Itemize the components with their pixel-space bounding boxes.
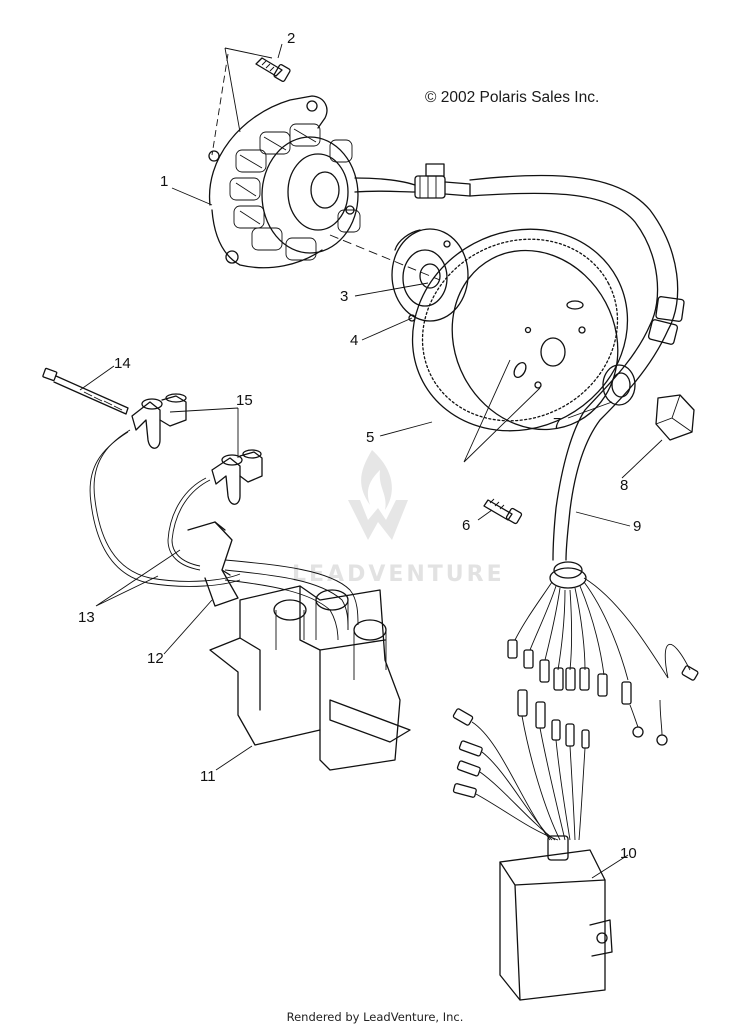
stator-bolt: [255, 57, 291, 82]
spark-plug-cap-1: [131, 393, 187, 449]
bolt-leader-lines: [224, 47, 273, 133]
callout-10: 10: [620, 845, 637, 862]
spark-plug-cap-2: [211, 449, 263, 505]
watermark-logo: [348, 450, 408, 540]
cable-tie: [42, 367, 129, 415]
wire-breakout: [507, 561, 699, 746]
callout-13: 13: [78, 609, 95, 626]
callout-5: 5: [366, 429, 374, 446]
callout-14: 14: [114, 355, 131, 372]
callout-15: 15: [236, 392, 253, 409]
leader-lines: [79, 43, 663, 879]
coil-bracket: [187, 521, 359, 641]
crank-centerline: [329, 234, 441, 281]
footer-credit: Rendered by LeadVenture, Inc.: [286, 1010, 464, 1024]
flywheel-nut: [655, 394, 695, 441]
copyright-notice: © 2002 Polaris Sales Inc.: [425, 89, 600, 106]
flywheel: [411, 228, 629, 432]
bolt6-leader-lines: [463, 359, 541, 463]
callout-11: 11: [200, 768, 216, 785]
watermark-text: LEADVENTURE: [292, 562, 505, 587]
bolt-centerline: [211, 53, 229, 156]
callout-8: 8: [620, 477, 628, 494]
stator-assembly: [208, 95, 361, 269]
stator-harness-connector: [354, 163, 471, 199]
callout-1: 1: [160, 173, 168, 190]
callout-6: 6: [462, 517, 470, 534]
callout-2: 2: [287, 30, 295, 47]
ignition-coil: [209, 585, 411, 771]
callout-3: 3: [340, 288, 348, 305]
washer: [602, 364, 636, 406]
cdi-harness: [452, 689, 590, 861]
cdi-module: [499, 849, 613, 1001]
callout-4: 4: [350, 332, 358, 349]
callout-12: 12: [147, 650, 164, 667]
callout-9: 9: [633, 518, 641, 535]
flywheel-hub: [391, 228, 469, 322]
flywheel-bolt: [483, 498, 523, 525]
spark-plug-wires: [89, 429, 241, 587]
harness-tube: [469, 174, 685, 561]
callout-7: 7: [553, 415, 561, 432]
